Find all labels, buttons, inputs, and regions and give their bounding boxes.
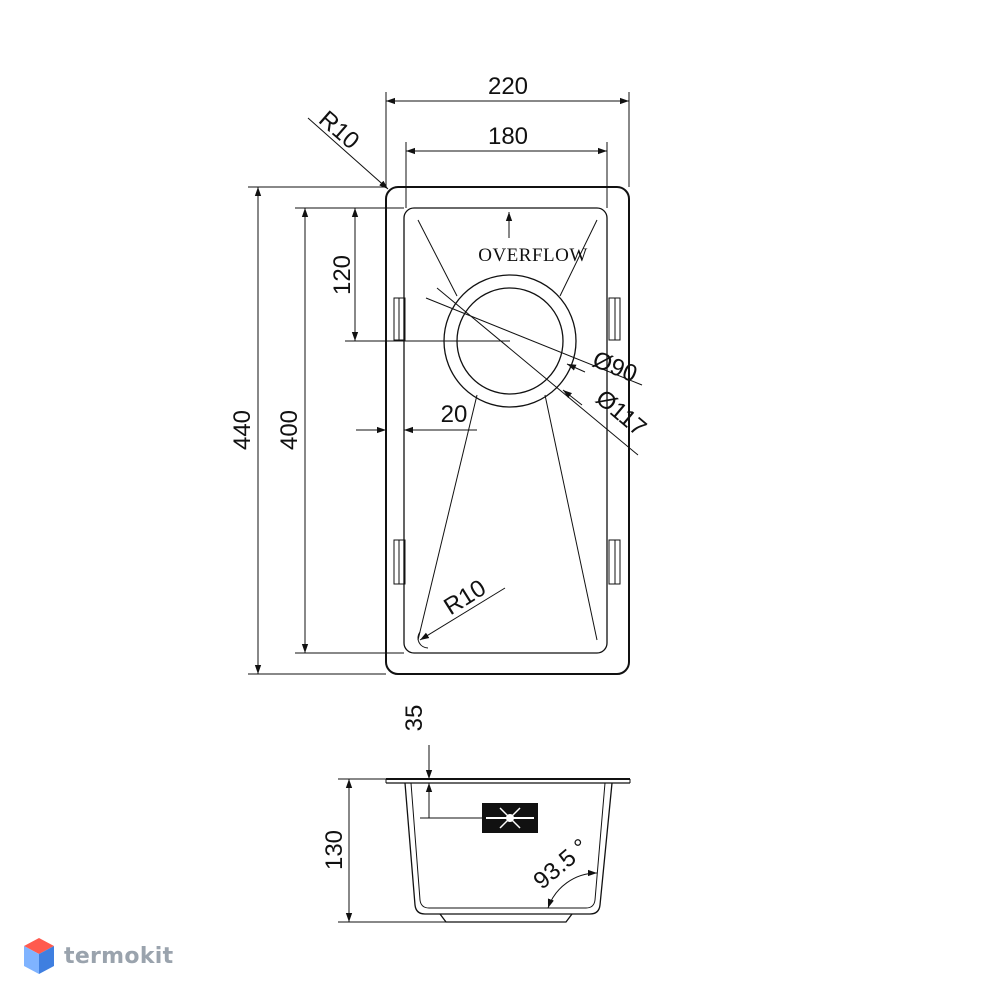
overflow-label: OVERFLOW bbox=[478, 245, 588, 266]
mounting-clip bbox=[608, 539, 621, 585]
slope-line bbox=[417, 394, 478, 641]
brand-logo: termokit bbox=[22, 934, 173, 978]
brand-cube-icon bbox=[24, 938, 54, 974]
corner-radius-label: R10 bbox=[313, 106, 364, 155]
rim-thickness-label: 35 bbox=[401, 705, 428, 732]
drain-diameter-leader bbox=[436, 287, 639, 456]
overall-width-label: 220 bbox=[488, 73, 528, 100]
slope-line bbox=[417, 219, 458, 297]
overflow-fitting bbox=[482, 803, 538, 833]
depth-label: 130 bbox=[321, 830, 348, 870]
mounting-clip bbox=[393, 297, 406, 341]
overall-length-label: 440 bbox=[229, 410, 256, 450]
bowl-corner-radius-leader bbox=[419, 587, 506, 641]
edge-offset-label: 20 bbox=[441, 401, 468, 428]
wall-angle-arc bbox=[547, 869, 598, 909]
mounting-clip bbox=[393, 539, 406, 585]
drain-body bbox=[439, 913, 573, 923]
corner-radius-leader bbox=[307, 117, 389, 190]
bowl-corner-radius-label: R10 bbox=[439, 575, 491, 621]
drain-offset-label: 120 bbox=[329, 255, 356, 295]
drain-inner-diameter-label: Ø90 bbox=[589, 346, 641, 388]
drain-outer-diameter-label: Ø117 bbox=[590, 385, 651, 442]
mounting-clip bbox=[608, 297, 621, 341]
inner-length-label: 400 bbox=[276, 410, 303, 450]
drain-diameter-leader bbox=[425, 297, 643, 386]
slope-line bbox=[559, 219, 598, 297]
bowl-profile-outer bbox=[404, 782, 613, 915]
side-view: 35 130 93.5 ° bbox=[321, 705, 631, 923]
slope-line bbox=[544, 394, 598, 641]
brand-name: termokit bbox=[64, 943, 174, 969]
inner-width-label: 180 bbox=[488, 123, 528, 150]
top-view: OVERFLOW 220 180 R10 440 400 120 20 bbox=[229, 73, 651, 675]
wall-angle-label: 93.5 ° bbox=[528, 834, 594, 895]
